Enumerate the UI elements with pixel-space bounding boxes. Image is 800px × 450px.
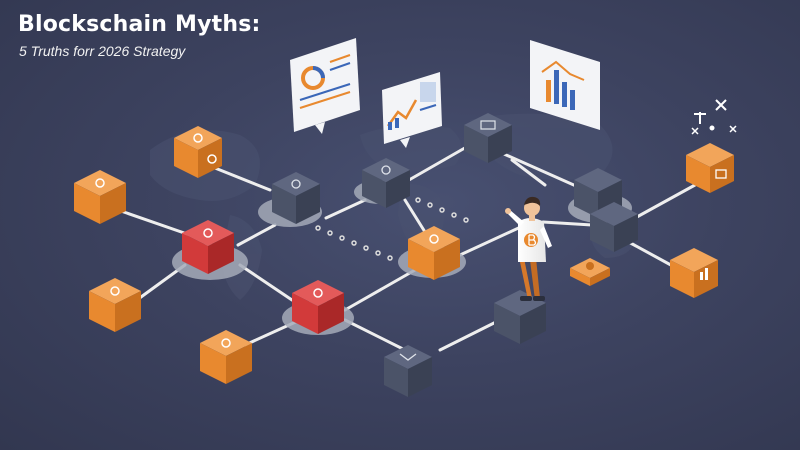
bar-chart-card (530, 40, 600, 130)
orange-mini-block (570, 258, 610, 286)
orange-block-top-right (686, 143, 734, 193)
gear-icon (203, 228, 213, 238)
orange-block-2 (74, 170, 126, 224)
decorative-marks (691, 99, 737, 135)
slate-block-1 (272, 172, 320, 224)
slate-block-pedestal (494, 290, 546, 344)
dotted-links (315, 197, 469, 261)
person-figure (505, 196, 552, 301)
sync-icon (221, 338, 231, 348)
slate-block-3 (464, 113, 512, 163)
connector-lines (116, 143, 697, 352)
plus-icon (694, 112, 706, 124)
slate-block-5 (590, 202, 638, 252)
orange-block-center (408, 226, 460, 280)
slate-block-6 (384, 345, 432, 397)
x-mark-icon (715, 99, 727, 111)
line-chart-icon (386, 99, 418, 130)
padlock-icon (715, 169, 727, 179)
orange-block-3 (89, 278, 141, 332)
refresh-icon (110, 286, 120, 296)
gear-icon (313, 288, 323, 298)
orange-block-right (670, 248, 718, 298)
bar-chart-icon (700, 268, 708, 280)
red-block-2 (292, 280, 344, 334)
pie-chart-card (290, 38, 360, 134)
bar-chart-icon (541, 60, 585, 110)
slate-block-2 (362, 158, 410, 208)
pie-chart-icon (301, 66, 325, 90)
gear-icon (207, 154, 217, 164)
line-chart-card (382, 72, 442, 148)
orange-block-1 (174, 126, 222, 178)
bitcoin-icon (429, 234, 439, 244)
red-block-1 (182, 220, 234, 274)
bitcoin-icon (524, 233, 538, 247)
page-title: Blockschain Myths: (18, 12, 261, 37)
orange-block-4 (200, 330, 252, 384)
page-subtitle: 5 Truths forr 2026 Strategy (19, 43, 186, 59)
